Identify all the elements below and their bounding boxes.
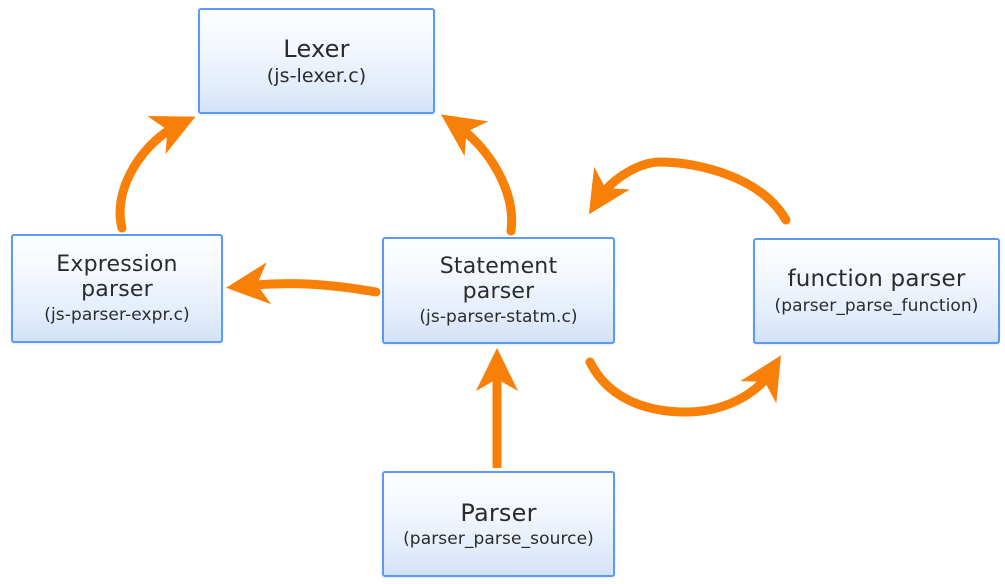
node-parser-subtitle: (parser_parse_source) bbox=[403, 529, 594, 550]
node-parser[interactable]: Parser (parser_parse_source) bbox=[382, 471, 615, 577]
edge-expression-to-lexer bbox=[115, 116, 196, 233]
edge-statement-to-function bbox=[585, 355, 781, 417]
edge-statement-to-expression bbox=[225, 262, 381, 305]
node-expression-parser-subtitle: (js-parser-expr.c) bbox=[44, 305, 190, 326]
node-statement-parser-subtitle: (js-parser-statm.c) bbox=[419, 307, 578, 328]
node-function-parser-title: function parser bbox=[787, 266, 966, 293]
node-lexer[interactable]: Lexer (js-lexer.c) bbox=[198, 8, 435, 114]
node-parser-title: Parser bbox=[460, 498, 537, 527]
node-statement-parser[interactable]: Statement parser (js-parser-statm.c) bbox=[382, 237, 615, 344]
edge-statement-to-lexer bbox=[440, 114, 517, 236]
node-expression-parser-title: Expression parser bbox=[56, 251, 178, 303]
edge-function-to-statement bbox=[588, 157, 791, 225]
node-lexer-title: Lexer bbox=[283, 34, 350, 63]
node-expression-parser[interactable]: Expression parser (js-parser-expr.c) bbox=[11, 234, 223, 343]
node-function-parser[interactable]: function parser (parser_parse_function) bbox=[753, 238, 1000, 344]
node-statement-parser-title: Statement parser bbox=[439, 253, 558, 305]
node-function-parser-subtitle: (parser_parse_function) bbox=[774, 295, 979, 316]
node-lexer-subtitle: (js-lexer.c) bbox=[266, 64, 367, 87]
